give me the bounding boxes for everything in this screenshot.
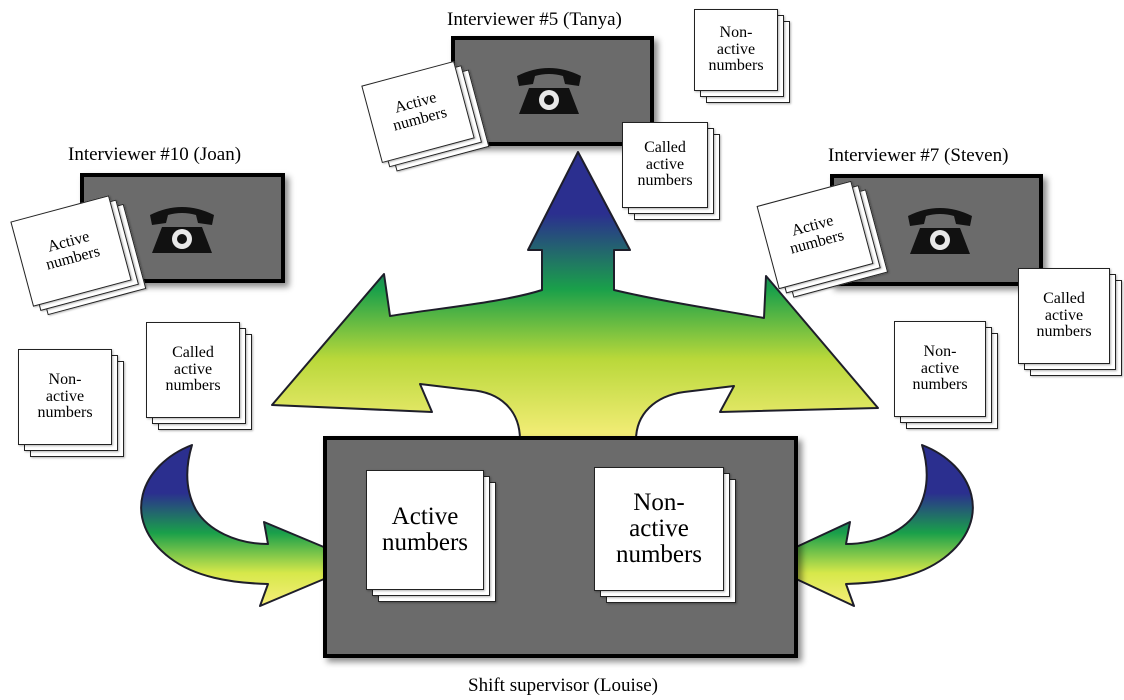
telephone-icon — [150, 207, 214, 253]
telephone-icon — [517, 68, 581, 114]
card-label: Non- active numbers — [615, 488, 703, 569]
non-active-numbers-stack-steven: Non- active numbers — [894, 321, 998, 429]
card-label: Non- active numbers — [708, 23, 764, 75]
called-active-numbers-stack-joan: Called active numbers — [146, 322, 252, 430]
interviewer-station-tanya — [451, 36, 654, 146]
card-label: Called active numbers — [165, 343, 221, 395]
interviewer-label-joan: Interviewer #10 (Joan) — [68, 144, 242, 165]
supervisor-label: Shift supervisor (Louise) — [468, 675, 658, 696]
card-label: Non- active numbers — [37, 370, 93, 422]
distribution-arrow — [271, 151, 879, 441]
non-active-numbers-stack-joan: Non- active numbers — [18, 349, 124, 457]
non-active-numbers-stack-supervisor: Non- active numbers — [594, 467, 736, 603]
active-numbers-stack-supervisor: Active numbers — [366, 470, 496, 602]
return-arrow-left — [140, 444, 363, 607]
non-active-numbers-stack-tanya: Non- active numbers — [694, 9, 790, 103]
interviewer-label-tanya: Interviewer #5 (Tanya) — [447, 9, 622, 30]
called-active-numbers-stack-tanya: Called active numbers — [622, 122, 720, 220]
card-label: Called active numbers — [1036, 289, 1092, 341]
interviewer-label-steven: Interviewer #7 (Steven) — [828, 145, 1009, 166]
telephone-icon — [908, 208, 972, 254]
card-label: Non- active numbers — [912, 342, 968, 394]
called-active-numbers-stack-steven: Called active numbers — [1018, 268, 1122, 376]
card-label: Called active numbers — [637, 138, 693, 190]
card-label: Active numbers — [381, 502, 469, 556]
return-arrow-right — [761, 444, 974, 607]
